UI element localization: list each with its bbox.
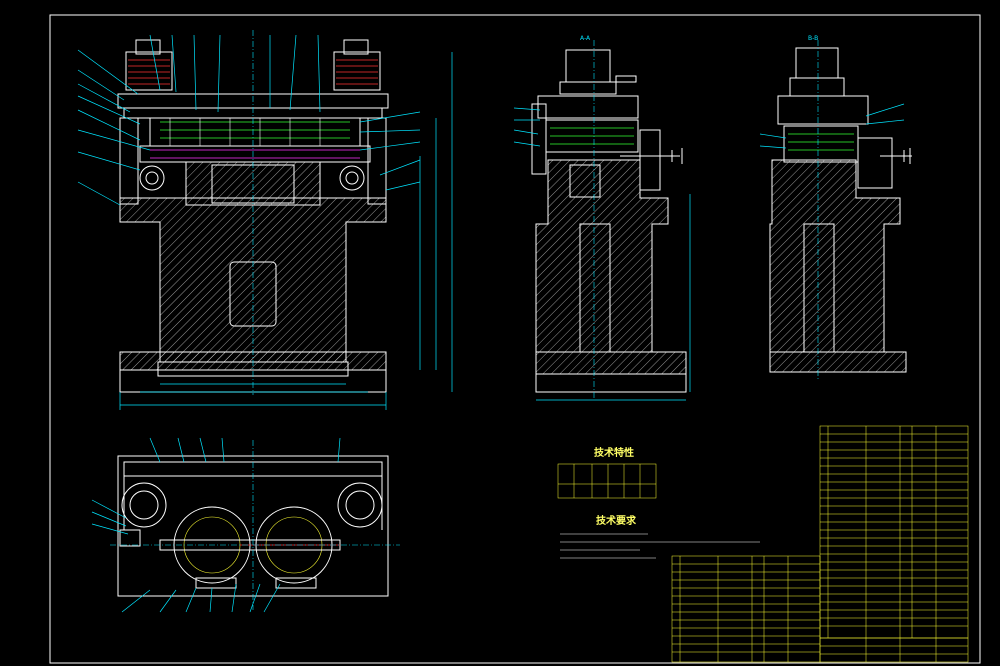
left-spring-stack [125, 39, 173, 91]
parts-list-right [819, 425, 969, 639]
sheet-border [49, 14, 981, 664]
right-spring-stack [333, 39, 381, 91]
left-pulley [139, 165, 165, 191]
right-pulley [339, 165, 365, 191]
view-b-label: B-B [808, 35, 818, 42]
side-b-motor [795, 47, 839, 79]
view-a-label: A-A [580, 35, 591, 42]
technical-requirements: 技术要求 [560, 514, 760, 559]
plan-roller-left [121, 482, 167, 528]
side-view-b: B-B [759, 35, 912, 380]
side-a-frame [535, 159, 669, 353]
parts-list-left [671, 555, 821, 663]
plan-roller-right [337, 482, 383, 528]
front-view [77, 30, 453, 410]
requirements-title: 技术要求 [596, 514, 637, 527]
side-view-a: A-A [513, 35, 691, 401]
side-a-motor [565, 49, 611, 83]
side-b-frame [769, 159, 901, 353]
spec-table-title: 技术特性 [594, 446, 634, 459]
spec-table: 技术特性 [557, 446, 657, 499]
title-block [819, 637, 969, 663]
plan-view [91, 437, 400, 613]
